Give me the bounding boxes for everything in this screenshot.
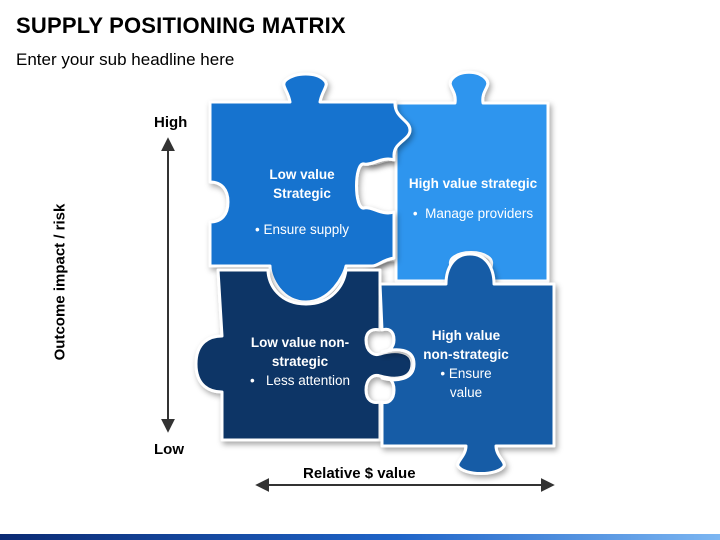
x-axis-title: Relative $ value bbox=[303, 465, 416, 482]
quadrant-bottom-right-bullet-cont: value bbox=[449, 385, 483, 400]
puzzle-piece-high-value-non-strategic bbox=[378, 252, 556, 475]
quadrant-bottom-left-heading-line1: Low value non- bbox=[250, 335, 350, 350]
quadrant-bottom-left-heading-line2: strategic bbox=[271, 354, 329, 369]
footer-gradient-bar bbox=[0, 534, 720, 540]
y-axis-low-label: Low bbox=[154, 441, 184, 458]
puzzle-piece-low-value-strategic bbox=[208, 72, 412, 304]
quadrant-top-left-heading-line1: Low value bbox=[269, 167, 335, 182]
quadrant-top-right-text: High value strategic • Manage providers bbox=[400, 174, 546, 223]
quadrant-top-right-bullet: • Manage providers bbox=[412, 206, 534, 221]
quadrant-top-left-bullet: • Ensure supply bbox=[254, 222, 350, 237]
y-axis-high-label: High bbox=[154, 114, 188, 131]
quadrant-top-left-text: Low value Strategic • Ensure supply bbox=[240, 165, 364, 239]
quadrant-top-left-heading-line2: Strategic bbox=[273, 186, 331, 201]
quadrant-bottom-right-heading-line1: High value bbox=[431, 328, 501, 343]
quadrant-bottom-right-heading-line2: non-strategic bbox=[423, 347, 509, 362]
y-axis-title: Outcome impact / risk bbox=[51, 203, 69, 361]
page-subtitle: Enter your sub headline here bbox=[16, 50, 235, 69]
puzzle-piece-low-value-non-strategic bbox=[194, 268, 414, 442]
quadrant-bottom-left-text: Low value non- strategic • Less attentio… bbox=[234, 333, 366, 390]
quadrant-bottom-right-bullet: • Ensure bbox=[440, 366, 492, 381]
quadrant-bottom-right-text: High value non-strategic • Ensure value bbox=[410, 326, 522, 402]
quadrant-top-right-heading: High value strategic bbox=[408, 176, 538, 191]
page-title: SUPPLY POSITIONING MATRIX bbox=[16, 13, 346, 38]
quadrant-bottom-left-bullet: • Less attention bbox=[249, 373, 351, 388]
